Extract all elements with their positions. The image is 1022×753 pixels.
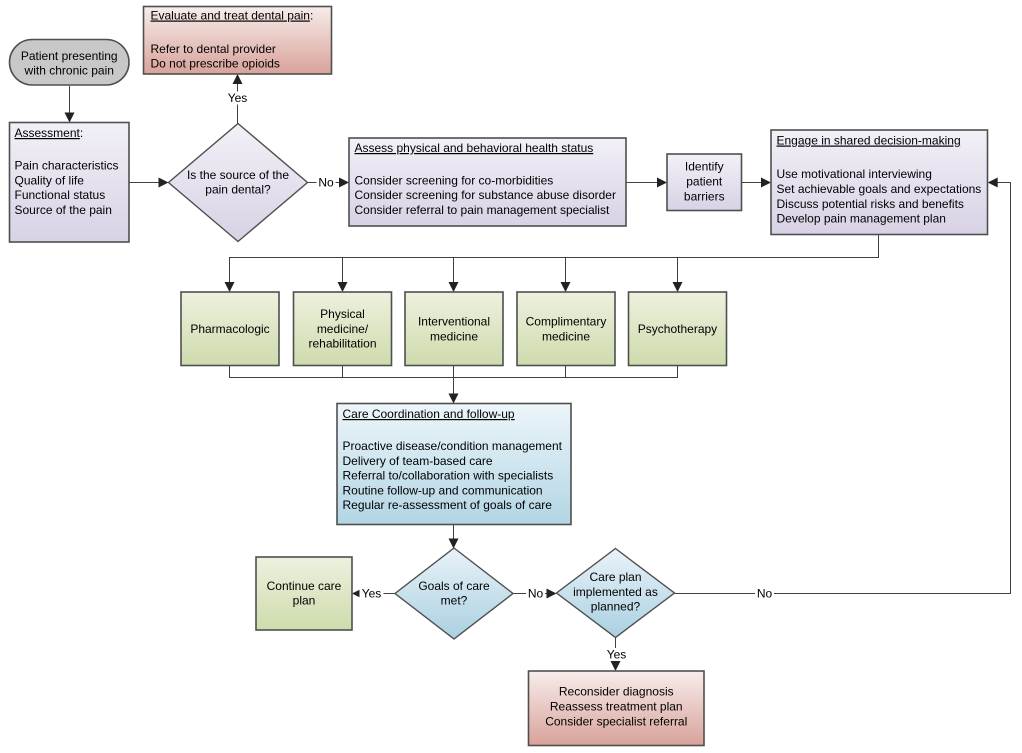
svg-text:Consider referral to pain mana: Consider referral to pain management spe… — [355, 203, 610, 217]
svg-text:Consider screening for substan: Consider screening for substance abuse d… — [355, 188, 616, 202]
svg-text:rehabilitation: rehabilitation — [308, 337, 376, 351]
svg-text:Pharmacologic: Pharmacologic — [190, 322, 269, 336]
svg-text:Care Coordination and follow-u: Care Coordination and follow-up — [343, 407, 515, 421]
svg-text:Complimentary: Complimentary — [526, 315, 607, 329]
svg-text:Regular re-assessment of goals: Regular re-assessment of goals of care — [343, 498, 553, 512]
svg-text:Routine follow-up and communic: Routine follow-up and communication — [343, 483, 543, 497]
svg-text:medicine: medicine — [542, 329, 590, 343]
svg-text:Physical: Physical — [320, 307, 365, 321]
svg-text:Reconsider diagnosis: Reconsider diagnosis — [559, 685, 674, 699]
svg-text:Continue care: Continue care — [267, 579, 342, 593]
svg-text:Proactive disease/condition ma: Proactive disease/condition management — [343, 439, 563, 453]
svg-text:medicine: medicine — [430, 329, 478, 343]
svg-text:Quality of life: Quality of life — [15, 173, 85, 187]
svg-text:Care plan: Care plan — [589, 570, 641, 584]
svg-text:planned?: planned? — [591, 600, 641, 614]
svg-text:Do not prescribe opioids: Do not prescribe opioids — [151, 57, 280, 71]
svg-text:Delivery of team-based care: Delivery of team-based care — [343, 454, 493, 468]
svg-text:Consider specialist referral: Consider specialist referral — [545, 715, 687, 729]
svg-text:patient: patient — [686, 175, 723, 189]
svg-text:pain dental?: pain dental? — [205, 183, 271, 197]
svg-text:implemented as: implemented as — [573, 585, 658, 599]
svg-text:Source of the pain: Source of the pain — [15, 203, 112, 217]
svg-text:Patient presenting: Patient presenting — [21, 49, 118, 63]
svg-text:No: No — [528, 587, 544, 601]
svg-text:medicine/: medicine/ — [317, 322, 369, 336]
svg-text:Identify: Identify — [685, 160, 724, 174]
svg-text:plan: plan — [293, 594, 316, 608]
svg-text:met?: met? — [441, 594, 468, 608]
svg-text:Pain characteristics: Pain characteristics — [15, 159, 119, 173]
svg-text:No: No — [757, 587, 773, 601]
svg-text:Develop pain management plan: Develop pain management plan — [777, 212, 946, 226]
svg-text:Assess physical and behavioral: Assess physical and behavioral health st… — [355, 141, 594, 155]
svg-text:Yes: Yes — [362, 587, 382, 601]
svg-text:Discuss potential risks and be: Discuss potential risks and benefits — [777, 197, 964, 211]
svg-text:Refer to dental provider: Refer to dental provider — [151, 42, 276, 56]
svg-text:with chronic pain: with chronic pain — [24, 64, 114, 78]
svg-text:Yes: Yes — [228, 91, 248, 105]
svg-text:No: No — [318, 176, 334, 190]
svg-text:Evaluate and treat dental pain: Evaluate and treat dental pain: — [151, 9, 314, 23]
svg-text:Consider screening for co-morb: Consider screening for co-morbidities — [355, 173, 554, 187]
svg-text:Yes: Yes — [607, 648, 627, 662]
svg-text:barriers: barriers — [684, 189, 725, 203]
svg-text:Set achievable goals and expec: Set achievable goals and expectations — [777, 182, 982, 196]
svg-text:Referral to/collaboration with: Referral to/collaboration with specialis… — [343, 469, 554, 483]
svg-text:Assessment:: Assessment: — [15, 126, 84, 140]
svg-text:Reassess treatment plan: Reassess treatment plan — [550, 700, 683, 714]
svg-text:Psychotherapy: Psychotherapy — [638, 322, 717, 336]
svg-text:Functional status: Functional status — [15, 188, 106, 202]
svg-text:Engage in shared decision-maki: Engage in shared decision-making — [777, 134, 961, 148]
svg-text:Use motivational interviewing: Use motivational interviewing — [777, 167, 932, 181]
svg-text:Goals of care: Goals of care — [418, 579, 490, 593]
svg-text:Interventional: Interventional — [418, 315, 490, 329]
svg-text:Is the source of the: Is the source of the — [187, 168, 289, 182]
